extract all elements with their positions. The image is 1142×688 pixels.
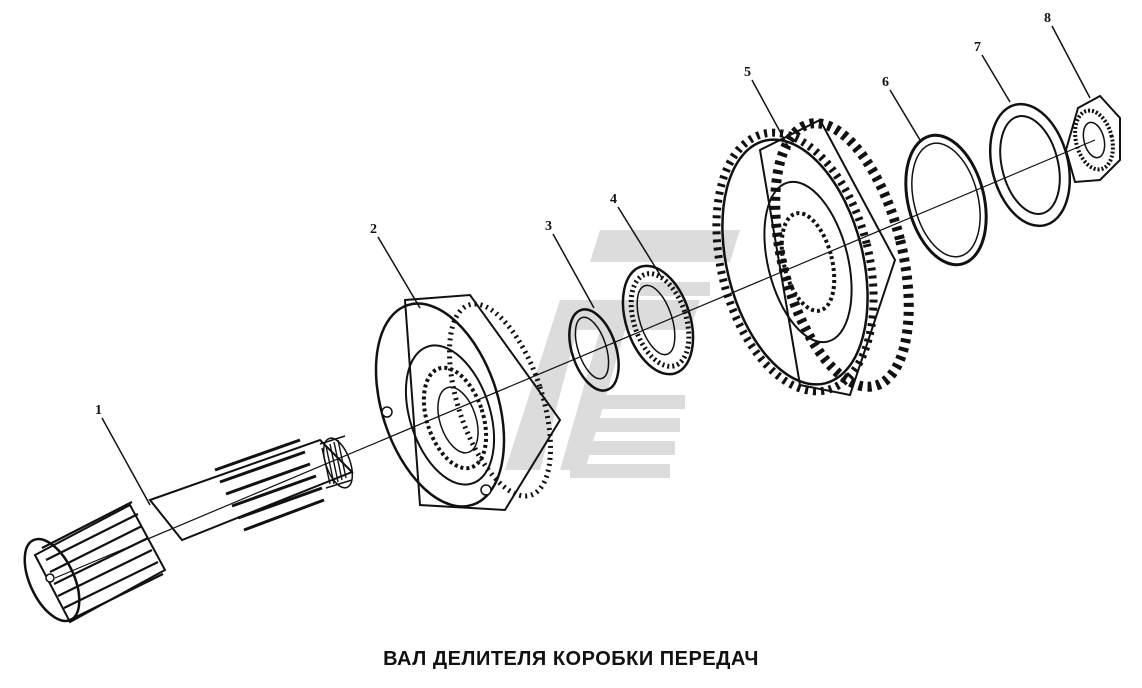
callout-8: 8 [1044, 11, 1051, 26]
callout-1: 1 [95, 403, 102, 418]
bearing-part [621, 264, 695, 376]
diagram-caption: ВАЛ ДЕЛИТЕЛЯ КОРОБКИ ПЕРЕДАЧ [383, 648, 759, 670]
shaft-part [23, 435, 354, 624]
spacer-ring-part [568, 308, 620, 392]
nut-part [1064, 94, 1121, 184]
callout-2: 2 [370, 222, 377, 237]
snap-ring-part [904, 133, 988, 267]
leader-lines [101, 25, 1091, 506]
hub-part [374, 293, 562, 512]
callout-3: 3 [545, 219, 552, 234]
gear-part [712, 118, 914, 397]
callout-7: 7 [974, 40, 981, 55]
washer-part [988, 102, 1072, 228]
watermark-logo [505, 230, 740, 478]
callout-4: 4 [610, 192, 617, 207]
callout-6: 6 [882, 75, 889, 90]
callout-5: 5 [744, 65, 751, 80]
